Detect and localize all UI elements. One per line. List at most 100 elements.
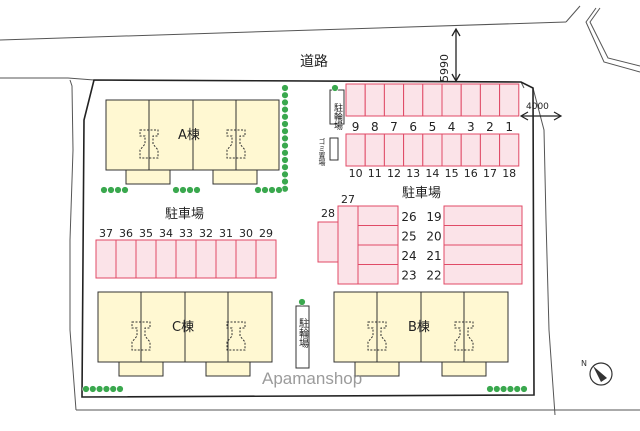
bike-parking-top-label: 駐輪場 bbox=[332, 102, 343, 131]
road-edge-right bbox=[565, 5, 640, 73]
tree-icon bbox=[268, 186, 276, 194]
tree-icon bbox=[89, 385, 97, 393]
parking-column-middle: 26 25 24 23 bbox=[357, 205, 417, 285]
parking-space bbox=[479, 83, 501, 117]
road-label: 道路 bbox=[300, 54, 328, 70]
tree-icon bbox=[281, 127, 289, 135]
parking-space bbox=[345, 133, 366, 167]
tree-icon bbox=[493, 385, 501, 393]
parking-label-left: 駐車場 bbox=[165, 207, 204, 222]
parking-space-number: 11 bbox=[368, 167, 382, 180]
building-a-label: A棟 bbox=[178, 128, 200, 143]
parking-space bbox=[364, 83, 385, 117]
bike-parking-middle bbox=[295, 305, 310, 369]
parking-space bbox=[115, 239, 137, 279]
parking-space-number: 37 bbox=[99, 227, 113, 240]
parking-space-number: 26 bbox=[401, 210, 416, 224]
offset-arrowhead-right bbox=[553, 111, 563, 121]
tree-icon bbox=[281, 98, 289, 107]
tree-icon bbox=[179, 186, 187, 194]
parking-space bbox=[135, 239, 157, 279]
parking-space-number: 36 bbox=[119, 227, 133, 240]
parking-space bbox=[337, 205, 359, 285]
tree-icon bbox=[281, 170, 289, 179]
parking-space-number: 25 bbox=[401, 230, 416, 244]
tree-icon bbox=[506, 385, 515, 393]
parking-space bbox=[499, 83, 520, 117]
tree-icon bbox=[82, 385, 90, 393]
parking-space-number: 30 bbox=[239, 227, 253, 240]
tree-icon bbox=[281, 149, 289, 157]
parking-space-number: 2 bbox=[486, 120, 494, 134]
building-c: C棟 bbox=[97, 291, 273, 377]
road-width-arrowhead-bottom bbox=[451, 73, 461, 83]
parking-space-number: 8 bbox=[371, 120, 379, 134]
parking-space bbox=[443, 264, 523, 285]
tree-icon bbox=[95, 385, 104, 393]
parking-space-number: 20 bbox=[426, 230, 441, 244]
stair-outline bbox=[454, 321, 474, 351]
garbage-area-label: ゴミ置場 bbox=[318, 137, 326, 167]
tree-icon bbox=[486, 385, 494, 393]
parking-space-number: 21 bbox=[426, 249, 441, 263]
tree-icon bbox=[261, 186, 269, 194]
road-edge-top bbox=[0, 21, 567, 41]
parking-space-number: 24 bbox=[401, 249, 416, 263]
parking-space-number: 31 bbox=[219, 227, 233, 240]
parking-space bbox=[317, 221, 339, 263]
parking-space bbox=[460, 83, 481, 117]
tree-icon bbox=[121, 186, 129, 194]
north-arrow-icon: N bbox=[581, 359, 613, 386]
tree-icon bbox=[281, 141, 289, 150]
tree-icon bbox=[254, 186, 262, 194]
parking-space-number: 12 bbox=[387, 167, 401, 180]
north-arrow-n: N bbox=[581, 359, 587, 368]
parking-space-number: 13 bbox=[406, 167, 420, 180]
north-arrow-needle bbox=[593, 366, 607, 382]
road-width-label: 5990 bbox=[438, 54, 451, 82]
watermark: Apamanshop bbox=[262, 369, 362, 388]
parking-space bbox=[357, 244, 399, 265]
tree-icon bbox=[281, 156, 289, 164]
tree-icon bbox=[281, 113, 289, 121]
building-b-entrance bbox=[441, 361, 487, 377]
parking-space-number: 23 bbox=[401, 269, 416, 283]
hedge-trees bbox=[82, 84, 528, 393]
parking-space bbox=[422, 133, 443, 167]
stair-outline bbox=[226, 129, 246, 159]
parking-space-number: 22 bbox=[426, 269, 441, 283]
parking-space bbox=[357, 264, 399, 285]
road-edge-right-inner bbox=[589, 7, 640, 67]
tree-icon bbox=[281, 84, 289, 92]
building-c-entrance bbox=[205, 361, 251, 377]
building-b: B棟 bbox=[333, 291, 509, 377]
tree-icon bbox=[193, 186, 201, 194]
parking-space bbox=[443, 244, 523, 265]
parking-space bbox=[357, 205, 399, 226]
tree-icon bbox=[281, 105, 289, 114]
parking-space bbox=[255, 239, 277, 279]
road-width-arrowhead-top bbox=[451, 27, 461, 37]
tree-icon bbox=[499, 385, 508, 393]
parking-space-number: 34 bbox=[159, 227, 173, 240]
parking-space-number: 10 bbox=[349, 167, 363, 180]
parking-space bbox=[345, 83, 366, 117]
tree-icon bbox=[109, 385, 117, 393]
parking-space bbox=[383, 83, 405, 117]
parking-space-number: 35 bbox=[139, 227, 153, 240]
tree-icon bbox=[114, 186, 122, 194]
tree-icon bbox=[281, 177, 289, 186]
parking-space bbox=[460, 133, 481, 167]
offset-label: 4000 bbox=[526, 102, 549, 112]
parking-space bbox=[215, 239, 237, 279]
stair-outline bbox=[226, 321, 246, 351]
building-b-label: B棟 bbox=[408, 320, 430, 335]
parking-space-number: 32 bbox=[199, 227, 213, 240]
parking-space bbox=[403, 83, 424, 117]
stair-outline bbox=[139, 129, 159, 159]
parking-space-number: 28 bbox=[321, 207, 335, 220]
parking-space bbox=[441, 83, 462, 117]
parking-space-number: 4 bbox=[448, 120, 456, 134]
